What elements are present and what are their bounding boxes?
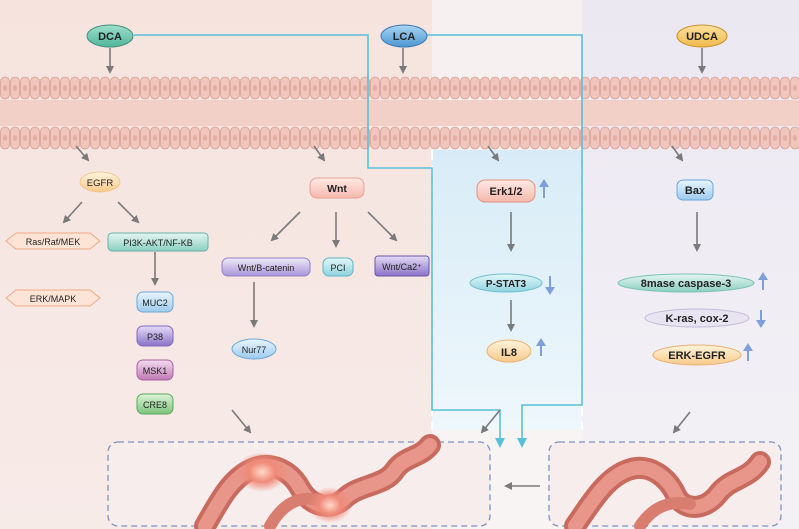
ras-raf-mek-label: Ras/Raf/MEK <box>26 237 81 247</box>
node-muc2: MUC2 <box>136 291 174 313</box>
erk-egfr-label: ERK-EGFR <box>668 350 726 362</box>
wnt-label: Wnt <box>327 183 347 195</box>
arrow-up-icon <box>539 179 549 198</box>
erk12-label: Erk1/2 <box>489 186 522 198</box>
dca-label: DCA <box>98 31 122 43</box>
nur77-label: Nur77 <box>242 345 267 355</box>
egfr-label: EGFR <box>87 178 114 189</box>
udca-label: UDCA <box>686 31 718 43</box>
node-ras-raf-mek: Ras/Raf/MEK <box>5 232 101 250</box>
kras-cox2-label: K-ras, cox-2 <box>666 313 729 325</box>
node-kras-cox2: K-ras, cox-2 <box>644 308 750 328</box>
caspase3-label: 8mase caspase-3 <box>641 278 732 290</box>
pathway-arrows <box>62 48 706 490</box>
colon-panel-left <box>107 434 491 529</box>
node-egfr: EGFR <box>79 171 121 193</box>
pstat3-label: P-STAT3 <box>486 279 527 290</box>
node-wnt: Wnt <box>309 177 365 199</box>
node-bax: Bax <box>676 179 714 201</box>
tumor-lesion <box>308 487 352 523</box>
node-pi3k-akt-nfkb: PI3K-AKT/NF-KB <box>107 232 209 252</box>
node-erk12: Erk1/2 <box>476 179 536 203</box>
node-caspase3: 8mase caspase-3 <box>617 273 755 293</box>
epithelial-membrane <box>0 76 799 150</box>
lca-connector <box>420 34 583 448</box>
muc2-label: MUC2 <box>142 298 168 308</box>
node-erk-egfr: ERK-EGFR <box>652 344 742 366</box>
node-nur77: Nur77 <box>231 338 277 360</box>
bax-label: Bax <box>685 185 706 197</box>
node-erk-mapk: ERK/MAPK <box>5 289 101 307</box>
node-p38: P38 <box>136 325 174 347</box>
node-pci: PCI <box>322 257 354 277</box>
tumor-lesion <box>236 452 288 492</box>
msk1-label: MSK1 <box>143 366 168 376</box>
arrow-down-icon <box>756 310 766 328</box>
bile-acid-udca: UDCA <box>676 24 728 48</box>
il8-label: IL8 <box>501 347 517 359</box>
regulation-indicators <box>536 179 768 361</box>
node-wnt-b-catenin: Wnt/B-catenin <box>221 257 311 277</box>
pci-label: PCI <box>330 263 345 273</box>
cre8-label: CRE8 <box>143 400 167 410</box>
colon-panel-right <box>548 441 782 529</box>
arrow-down-icon <box>545 276 555 295</box>
arrow-up-icon <box>758 272 768 290</box>
erk-mapk-label: ERK/MAPK <box>30 294 77 304</box>
wnt-b-catenin-label: Wnt/B-catenin <box>238 263 295 273</box>
bile-acid-lca: LCA <box>380 24 428 48</box>
arrow-up-icon <box>743 343 753 361</box>
bile-acid-dca: DCA <box>86 24 134 48</box>
node-il8: IL8 <box>486 339 532 363</box>
colon-illustration-icon <box>564 451 771 529</box>
arrow-up-icon <box>536 338 546 356</box>
lca-label: LCA <box>393 31 416 43</box>
pi3k-akt-nfkb-label: PI3K-AKT/NF-KB <box>123 238 193 248</box>
node-pstat3: P-STAT3 <box>469 273 543 293</box>
node-msk1: MSK1 <box>136 359 174 381</box>
p38-label: P38 <box>147 332 163 342</box>
node-cre8: CRE8 <box>136 393 174 415</box>
node-wnt-ca2: Wnt/Ca2⁺ <box>374 255 430 277</box>
wnt-ca2-label: Wnt/Ca2⁺ <box>382 262 422 272</box>
